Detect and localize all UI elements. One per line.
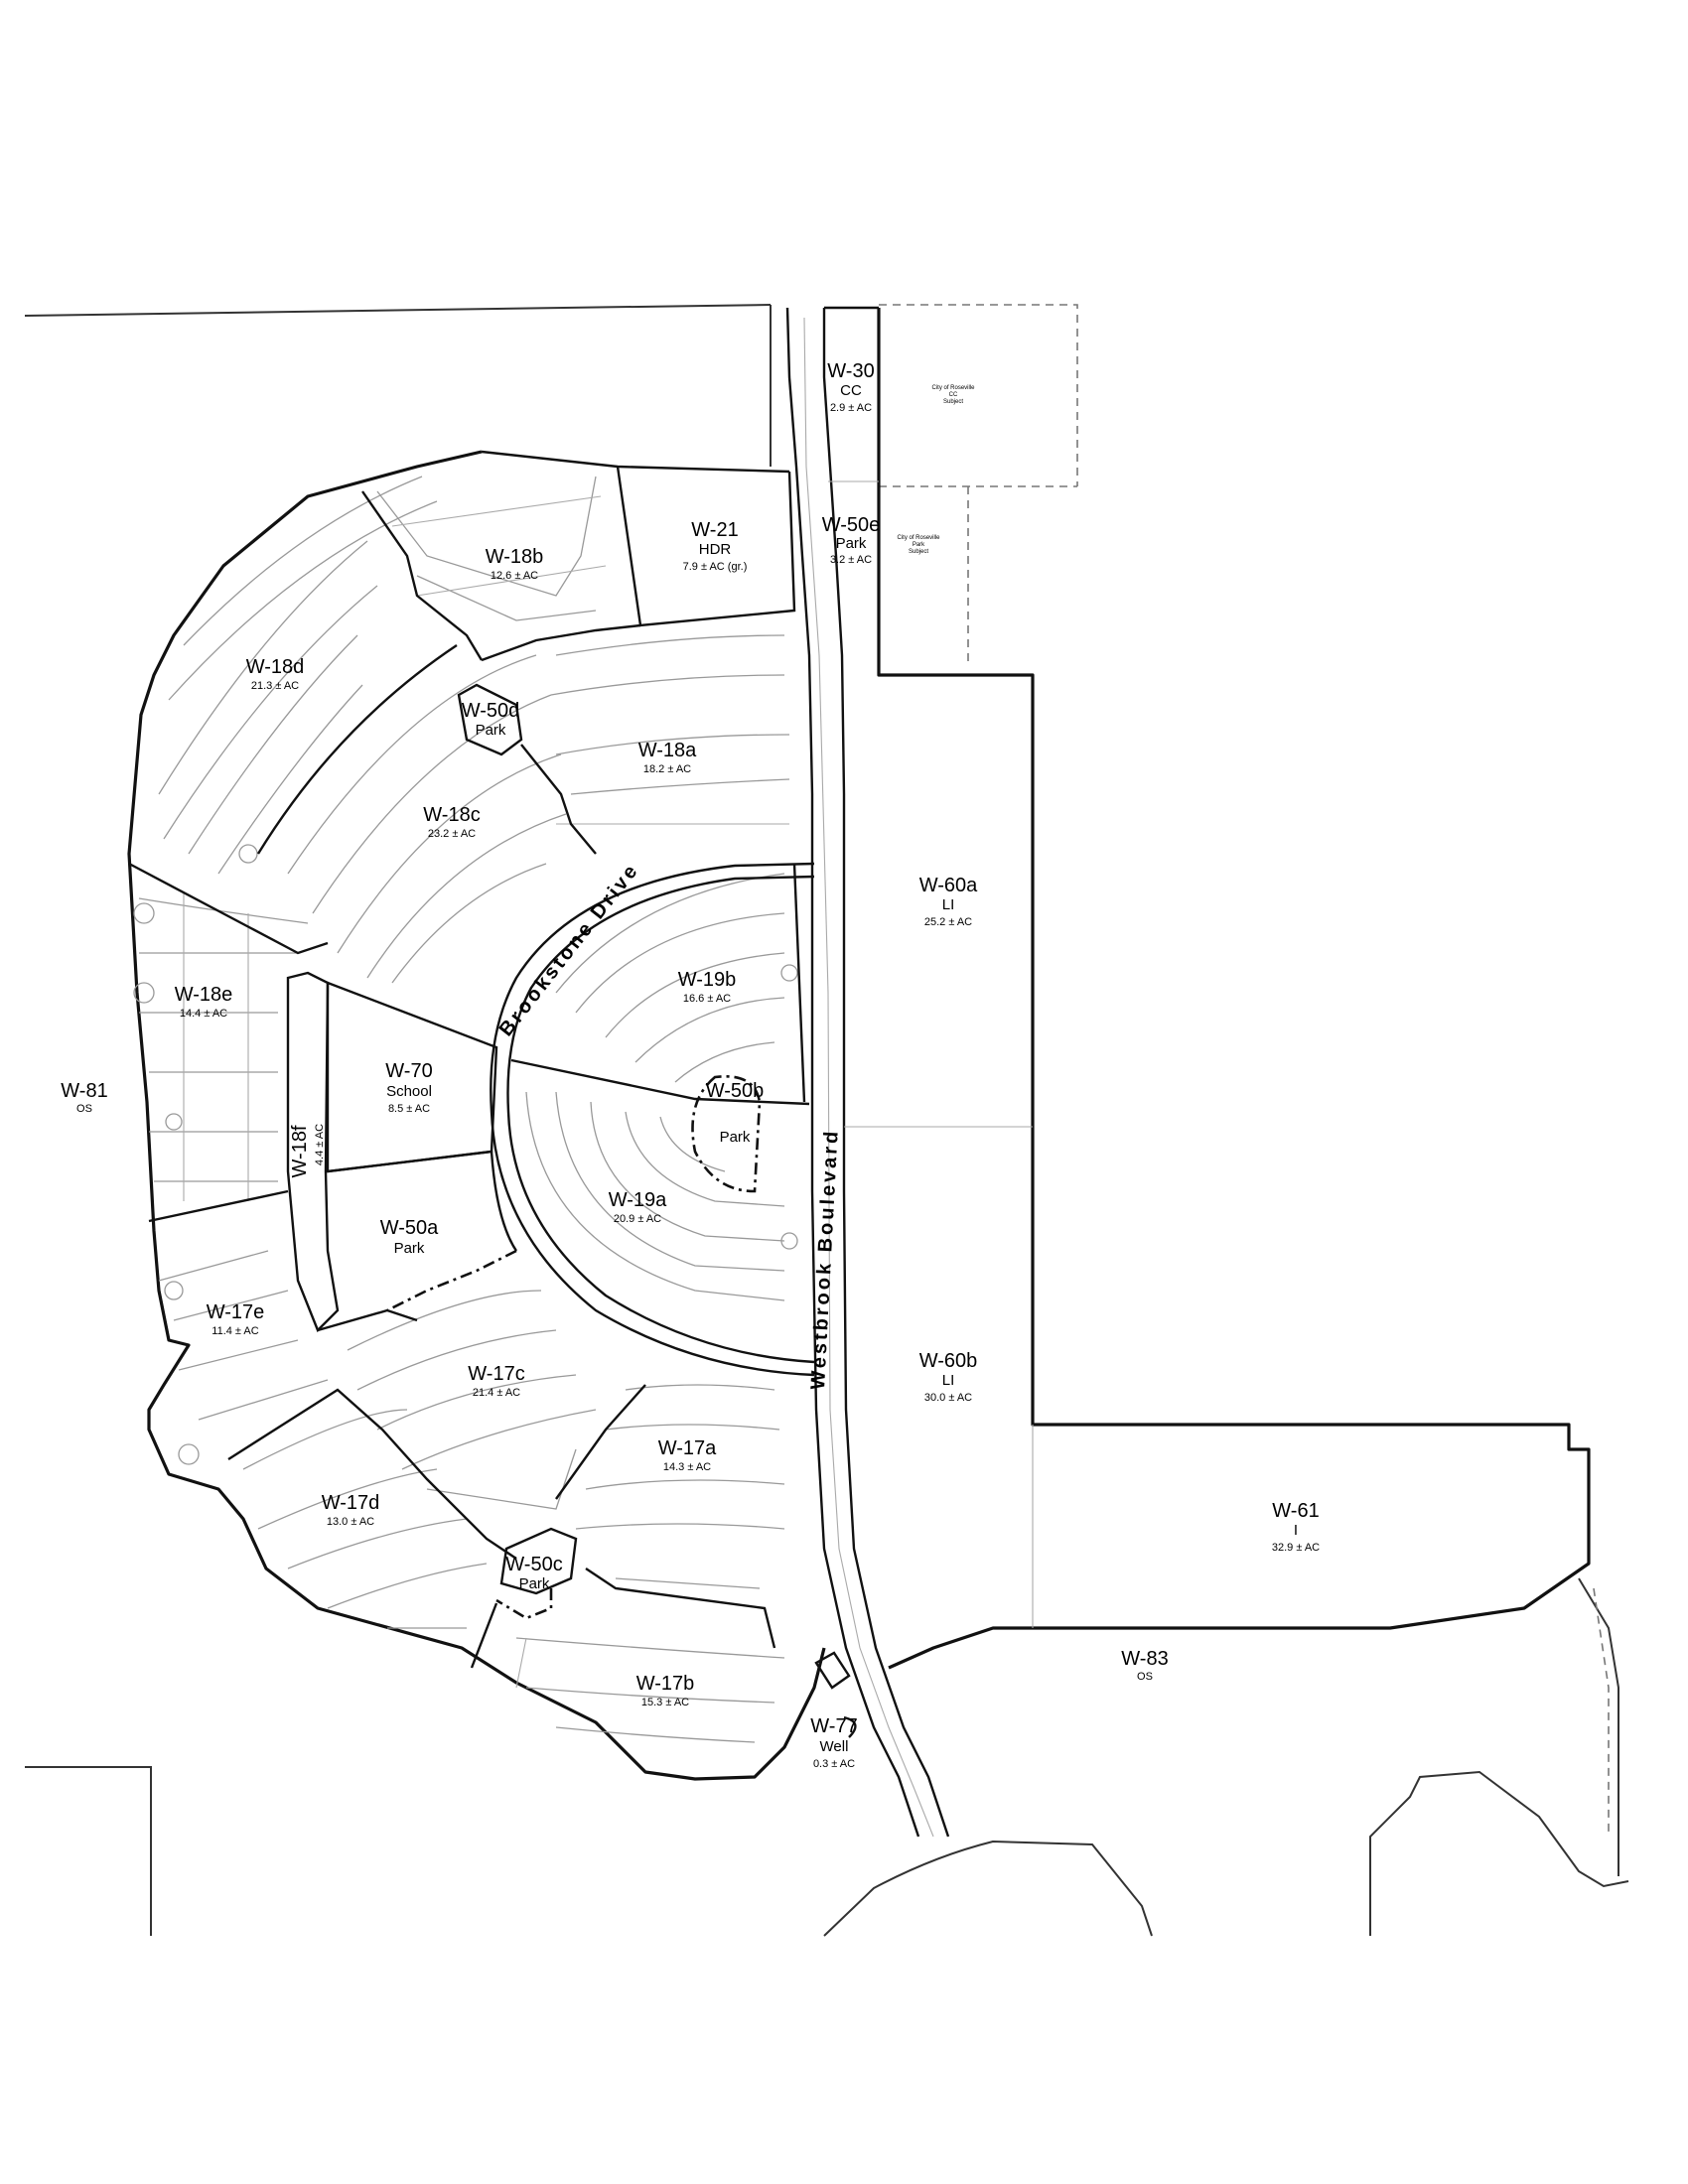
label-w18a-id: W-18a xyxy=(638,740,697,761)
note-roseville-b-2: Park xyxy=(913,542,925,548)
label-w77-use: Well xyxy=(820,1738,849,1755)
east-parcels xyxy=(824,306,1591,1670)
label-w18f-area: 4.4 ± AC xyxy=(314,1124,326,1165)
parcel-labels: W-30 CC 2.9 ± AC W-21 HDR 7.9 ± AC (gr.)… xyxy=(61,360,1320,1770)
street-brookstone-drive: Brookstone Drive xyxy=(495,859,644,1040)
label-w17e-id: W-17e xyxy=(207,1301,265,1323)
label-w77-area: 0.3 ± AC xyxy=(813,1758,855,1770)
label-w50d-id: W-50d xyxy=(462,700,520,722)
label-w17d-id: W-17d xyxy=(322,1492,380,1514)
label-w17d-area: 13.0 ± AC xyxy=(327,1516,374,1528)
label-w60a-area: 25.2 ± AC xyxy=(924,916,972,928)
note-roseville-b-3: Subject xyxy=(909,549,928,555)
label-w18b-area: 12.6 ± AC xyxy=(491,570,538,582)
label-w18e-area: 14.4 ± AC xyxy=(180,1008,227,1020)
label-w83-id: W-83 xyxy=(1121,1648,1168,1670)
label-w50c-id: W-50c xyxy=(505,1554,562,1575)
label-w70-area: 8.5 ± AC xyxy=(388,1103,430,1115)
label-w77-id: W-77 xyxy=(810,1715,857,1737)
label-w81-use: OS xyxy=(76,1103,92,1115)
label-w21-area: 7.9 ± AC (gr.) xyxy=(683,561,748,573)
label-w17a-area: 14.3 ± AC xyxy=(663,1461,711,1473)
label-w30-id: W-30 xyxy=(827,360,874,382)
label-w60a-id: W-60a xyxy=(919,875,978,896)
label-w17a-id: W-17a xyxy=(658,1437,717,1459)
label-w60b-id: W-60b xyxy=(919,1350,978,1372)
label-w61-area: 32.9 ± AC xyxy=(1272,1542,1320,1554)
label-w30-use: CC xyxy=(840,382,862,399)
label-w21-use: HDR xyxy=(699,541,732,558)
label-w61-use: I xyxy=(1294,1522,1298,1539)
label-w18d-id: W-18d xyxy=(246,656,305,678)
label-w17b-id: W-17b xyxy=(636,1673,695,1695)
label-w17e-area: 11.4 ± AC xyxy=(211,1325,258,1337)
label-w61-id: W-61 xyxy=(1272,1500,1319,1522)
label-w50b-use: Park xyxy=(720,1129,751,1146)
label-w50e-id: W-50e xyxy=(822,514,881,536)
label-w19a-id: W-19a xyxy=(609,1189,667,1211)
label-w50b-id: W-50b xyxy=(706,1080,765,1102)
label-w81-id: W-81 xyxy=(61,1080,107,1102)
label-w21-id: W-21 xyxy=(691,519,738,541)
label-w30-area: 2.9 ± AC xyxy=(830,402,872,414)
westbrook-boulevard-road xyxy=(785,307,950,1838)
label-w50e-area: 3.2 ± AC xyxy=(830,554,872,566)
label-w70-use: School xyxy=(386,1083,432,1100)
label-w18a-area: 18.2 ± AC xyxy=(643,763,691,775)
label-w17b-area: 15.3 ± AC xyxy=(641,1697,689,1708)
label-w18d-area: 21.3 ± AC xyxy=(251,680,299,692)
label-w19b-area: 16.6 ± AC xyxy=(683,993,731,1005)
label-w50a-use: Park xyxy=(394,1240,425,1257)
note-roseville-b-1: City of Roseville xyxy=(897,535,940,541)
label-w50a-id: W-50a xyxy=(380,1217,439,1239)
label-w60b-use: LI xyxy=(942,1372,955,1389)
label-w18e-id: W-18e xyxy=(175,984,233,1006)
label-w70-id: W-70 xyxy=(385,1060,432,1082)
park-oval xyxy=(691,1075,762,1193)
note-roseville-a-1: City of Roseville xyxy=(931,385,975,391)
lot-pattern xyxy=(133,476,798,1743)
label-w83-use: OS xyxy=(1137,1671,1153,1683)
label-w60b-area: 30.0 ± AC xyxy=(924,1392,972,1404)
label-w17c-area: 21.4 ± AC xyxy=(473,1387,520,1399)
context-lines xyxy=(24,304,1629,1937)
note-roseville-a-3: Subject xyxy=(943,399,963,405)
label-w50d-use: Park xyxy=(476,722,506,739)
label-w18c-id: W-18c xyxy=(423,804,480,826)
label-w17c-id: W-17c xyxy=(468,1363,524,1385)
label-w19b-id: W-19b xyxy=(678,969,737,991)
internal-boundaries xyxy=(128,466,857,1738)
label-w19a-area: 20.9 ± AC xyxy=(614,1213,661,1225)
tiny-notes: City of Roseville CC Subject City of Ros… xyxy=(897,385,975,555)
note-roseville-a-2: CC xyxy=(949,392,958,398)
label-w18f-id: W-18f xyxy=(289,1125,311,1177)
label-w60a-use: LI xyxy=(942,896,955,913)
label-w18c-area: 23.2 ± AC xyxy=(428,828,476,840)
label-w50e-use: Park xyxy=(836,535,867,552)
label-w18b-id: W-18b xyxy=(486,546,544,568)
label-w50c-use: Park xyxy=(519,1575,550,1592)
